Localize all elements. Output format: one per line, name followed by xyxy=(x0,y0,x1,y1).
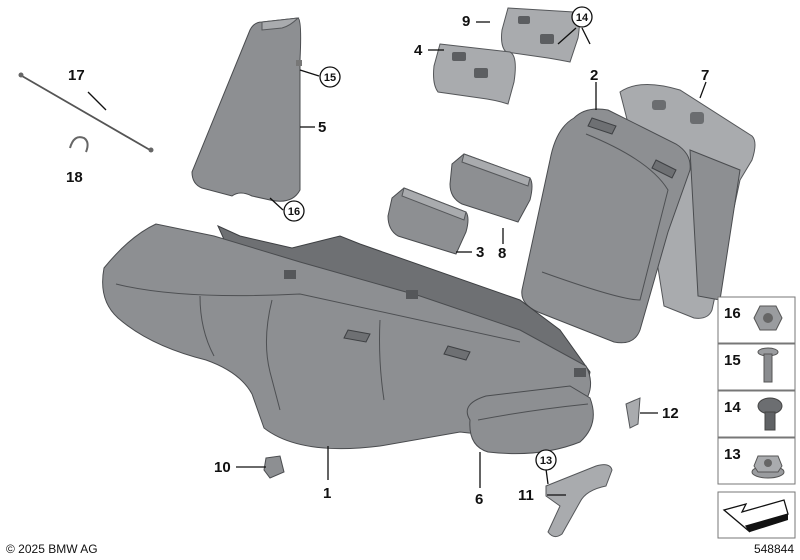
legend-box-14 xyxy=(717,390,796,438)
svg-text:13: 13 xyxy=(540,455,552,467)
label-6: 6 xyxy=(475,491,483,508)
part-10-clip xyxy=(263,455,285,479)
svg-text:14: 14 xyxy=(724,399,741,416)
copyright-text: © 2025 BMW AG xyxy=(6,542,98,556)
label-7: 7 xyxy=(701,67,709,84)
direction-arrow-icon xyxy=(722,499,789,533)
part-6-seat-cushion-right xyxy=(466,385,594,455)
flange-nut-icon xyxy=(751,455,785,479)
label-18: 18 xyxy=(66,169,83,186)
part-17-cable xyxy=(18,72,154,153)
part-18-clip xyxy=(69,136,89,153)
label-17: 17 xyxy=(68,67,85,84)
collar-nut-icon xyxy=(753,305,783,331)
part-12-bracket xyxy=(625,397,641,429)
diagram-number: 548844 xyxy=(754,542,794,556)
svg-text:16: 16 xyxy=(724,305,741,322)
circled-label-13: 13 xyxy=(535,449,557,471)
screw-icon xyxy=(757,347,779,383)
part-1-seat-cushion xyxy=(102,223,592,450)
part-8-bracket xyxy=(449,153,533,223)
label-5: 5 xyxy=(318,119,326,136)
label-1: 1 xyxy=(323,485,331,502)
circled-label-14: 14 xyxy=(571,6,593,28)
label-10: 10 xyxy=(214,459,231,476)
svg-text:16: 16 xyxy=(288,206,300,218)
part-2-backrest xyxy=(521,108,691,344)
part-11-bracket xyxy=(545,464,613,538)
part-4-cover-panel xyxy=(433,43,516,105)
legend-box-15 xyxy=(717,343,796,391)
label-12: 12 xyxy=(662,405,679,422)
svg-text:15: 15 xyxy=(324,72,336,84)
part-labels: 17 18 5 9 4 2 7 3 8 1 6 10 11 12 xyxy=(66,13,709,508)
label-8: 8 xyxy=(498,245,506,262)
seat-frame-tabs xyxy=(284,270,586,377)
part-5-side-bolster xyxy=(191,17,302,202)
label-11: 11 xyxy=(518,487,534,504)
label-9: 9 xyxy=(462,13,470,30)
label-2: 2 xyxy=(590,67,598,84)
svg-text:15: 15 xyxy=(724,352,741,369)
svg-text:14: 14 xyxy=(576,12,589,24)
expanding-rivet-icon xyxy=(757,397,783,431)
part-3-bracket xyxy=(387,187,469,255)
circled-label-15: 15 xyxy=(319,66,341,88)
label-4: 4 xyxy=(414,42,423,59)
svg-text:13: 13 xyxy=(724,446,741,463)
label-3: 3 xyxy=(476,244,484,261)
fastener-legend: 16 15 14 13 xyxy=(717,296,796,539)
leader-lines xyxy=(87,21,707,496)
circled-label-16: 16 xyxy=(283,200,305,222)
